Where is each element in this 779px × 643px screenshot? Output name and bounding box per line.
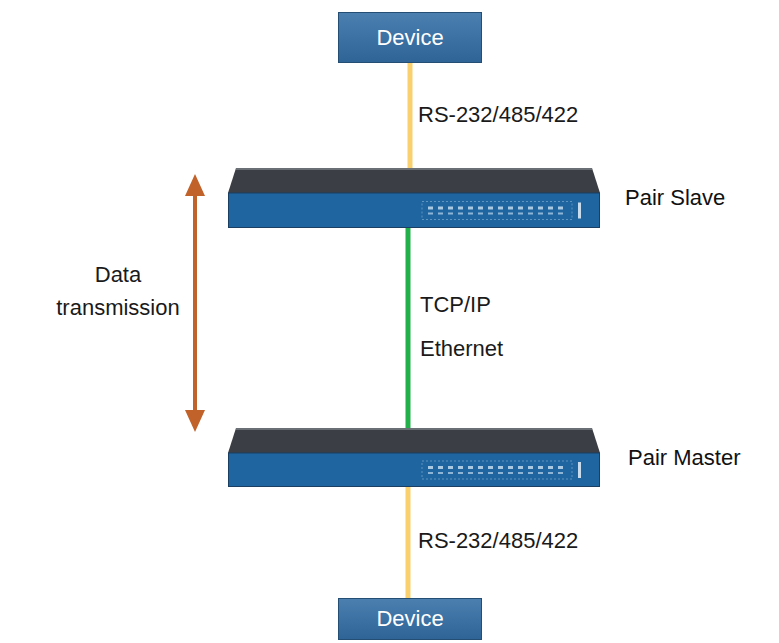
serial-server-unit: Pair Master bbox=[228, 428, 745, 487]
indicator-led bbox=[518, 207, 523, 210]
indicator-led bbox=[428, 207, 433, 210]
indicator-led bbox=[508, 207, 513, 210]
connector bbox=[408, 228, 409, 428]
arrow-head bbox=[185, 174, 205, 196]
indicator-led bbox=[488, 466, 493, 469]
indicator-led bbox=[528, 466, 533, 469]
indicator-led bbox=[508, 213, 513, 215]
indicator-led bbox=[468, 466, 473, 469]
indicator-panel bbox=[422, 202, 572, 220]
indicator-led bbox=[448, 213, 453, 215]
indicator-led bbox=[528, 207, 533, 210]
device-label: Device bbox=[376, 606, 443, 632]
indicator-led bbox=[558, 466, 563, 469]
connector bbox=[408, 487, 409, 598]
indicator-led bbox=[428, 466, 433, 469]
rack-top-face bbox=[228, 168, 600, 193]
arrow-shaft bbox=[193, 192, 197, 412]
indicator-led bbox=[448, 207, 453, 210]
indicator-led bbox=[438, 466, 443, 469]
indicator-led bbox=[468, 207, 473, 210]
device-box: Device bbox=[338, 598, 482, 640]
indicator-led bbox=[538, 466, 543, 469]
arrow-head bbox=[185, 410, 205, 432]
indicator-led bbox=[448, 466, 453, 469]
indicator-led bbox=[498, 207, 503, 210]
unit-name: Pair Slave bbox=[625, 185, 725, 211]
indicator-led bbox=[458, 207, 463, 210]
rack-unit-shape bbox=[228, 168, 600, 228]
link-label: RS-232/485/422 bbox=[418, 101, 578, 129]
serial-server-unit: Pair Slave bbox=[228, 168, 730, 228]
link-label: TCP/IP Ethernet bbox=[420, 283, 540, 371]
indicator-led bbox=[498, 472, 503, 474]
indicator-led bbox=[438, 213, 443, 215]
indicator-led bbox=[528, 213, 533, 215]
rack-front-panel bbox=[229, 193, 600, 228]
rack-top-face bbox=[228, 428, 600, 453]
indicator-led bbox=[488, 213, 493, 215]
indicator-led bbox=[478, 472, 483, 474]
rack-front-panel bbox=[229, 453, 600, 487]
indicator-led bbox=[548, 466, 553, 469]
side-label: Data transmission bbox=[43, 258, 193, 324]
indicator-led bbox=[558, 207, 563, 210]
indicator-led bbox=[538, 213, 543, 215]
indicator-led bbox=[428, 213, 433, 215]
indicator-led bbox=[458, 472, 463, 474]
indicator-led bbox=[438, 472, 443, 474]
indicator-led bbox=[458, 466, 463, 469]
indicator-led bbox=[438, 207, 443, 210]
device-label: Device bbox=[376, 25, 443, 51]
power-indicator bbox=[578, 462, 581, 478]
indicator-led bbox=[538, 207, 543, 210]
indicator-led bbox=[498, 213, 503, 215]
indicator-led bbox=[518, 472, 523, 474]
indicator-led bbox=[518, 466, 523, 469]
indicator-panel bbox=[422, 461, 572, 479]
unit-name: Pair Master bbox=[628, 445, 740, 471]
connector-line bbox=[406, 487, 411, 598]
indicator-led bbox=[548, 213, 553, 215]
device-box: Device bbox=[338, 12, 482, 63]
link-label: RS-232/485/422 bbox=[418, 527, 578, 555]
indicator-led bbox=[478, 466, 483, 469]
indicator-led bbox=[468, 213, 473, 215]
indicator-led bbox=[508, 472, 513, 474]
indicator-led bbox=[488, 207, 493, 210]
connector-line bbox=[408, 63, 413, 168]
indicator-led bbox=[558, 213, 563, 215]
indicator-led bbox=[488, 472, 493, 474]
indicator-led bbox=[498, 466, 503, 469]
power-indicator bbox=[578, 203, 581, 219]
indicator-led bbox=[518, 213, 523, 215]
connector bbox=[410, 63, 411, 168]
rack-top-edge bbox=[236, 428, 592, 430]
indicator-led bbox=[428, 472, 433, 474]
indicator-led bbox=[458, 213, 463, 215]
indicator-led bbox=[538, 472, 543, 474]
rack-top-edge bbox=[236, 168, 592, 170]
connector-line bbox=[406, 228, 411, 428]
indicator-led bbox=[508, 466, 513, 469]
indicator-led bbox=[478, 207, 483, 210]
rack-unit-shape bbox=[228, 428, 600, 487]
indicator-led bbox=[528, 472, 533, 474]
indicator-led bbox=[448, 472, 453, 474]
indicator-led bbox=[478, 213, 483, 215]
indicator-led bbox=[548, 472, 553, 474]
indicator-led bbox=[468, 472, 473, 474]
indicator-led bbox=[548, 207, 553, 210]
indicator-led bbox=[558, 472, 563, 474]
